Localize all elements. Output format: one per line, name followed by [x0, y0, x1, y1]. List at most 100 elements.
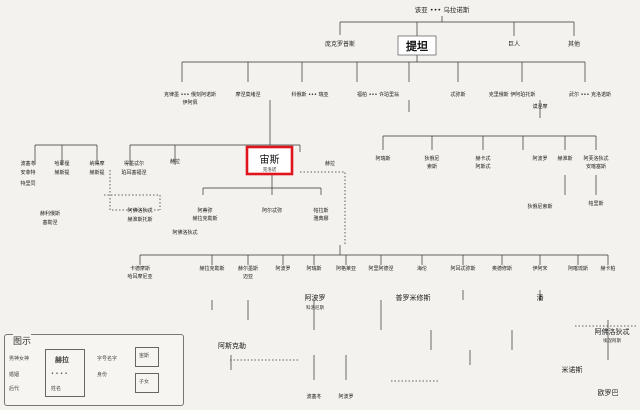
hera-right-label: 赫拉 — [325, 160, 335, 167]
titan-row: 克律墨 ••• 俄刻阿诺斯 伊阿佩 摩涅莫绪涅 科俄斯 ••• 瑞亚 福柏 ••… — [164, 91, 611, 110]
low-5: 阿瑞斯 — [306, 265, 321, 272]
legend-dots: • • • • — [51, 371, 68, 377]
low-4: 阿波罗 — [275, 265, 290, 272]
aphrodite-b: 赫淮斯托斯 — [127, 216, 152, 223]
titan-coeus-label: 科俄斯 ••• 瑞亚 — [291, 91, 328, 98]
zeus-sub: 克洛诺 — [263, 166, 277, 173]
zeus-children: 阿蒂弥 赫拉克勒斯 阿佛洛狄忒 阿尔忒弥 帕拉斯 雅典娜 — [172, 207, 328, 236]
child-mid-b: 阿佛洛狄忒 — [172, 229, 197, 236]
left-second-b: 赫斯提 — [54, 169, 69, 176]
right-cluster: 阿瑞斯 狄俄尼 索斯 赫卡忒 阿斯忒 阿波罗 赫淮斯 阿芙洛狄忒 安喀塞斯 狄俄… — [375, 155, 608, 210]
legend-row3: 后代 — [9, 386, 20, 392]
dotted-lines — [104, 170, 636, 382]
others-label: 其他 — [568, 40, 580, 48]
legend-title: 图示 — [13, 334, 32, 347]
child-mid-a-sub: 赫拉克勒斯 — [192, 215, 217, 222]
deep-small-1: 波塞冬 — [306, 393, 321, 400]
legend-col-a: 字号名字 — [97, 356, 118, 362]
legend-right-b: 子女 — [139, 379, 150, 385]
child-r-a: 阿尔忒弥 — [262, 207, 282, 214]
hera-left-label: 赫拉 — [170, 158, 180, 165]
legend-right-a: 宙斯 — [139, 353, 150, 359]
right-e-a: 赫卡忒 — [475, 155, 490, 162]
deep-big-2: 普罗米修斯 — [396, 293, 431, 302]
right-e-b: 阿斯忒 — [475, 163, 490, 170]
low-6: 阿格莱亚 — [336, 265, 356, 272]
connector-lines — [34, 16, 609, 380]
left-fourth-b: 珀耳塞福涅 — [121, 169, 146, 176]
lower-row: 卡德摩斯 哈耳摩尼亚 赫拉克勒斯 赫尔墨斯 迈亚 阿波罗 阿瑞斯 阿格莱亚 阿里… — [127, 265, 615, 280]
legend-row1: 男神女神 — [9, 356, 30, 362]
legend-right-box-b — [135, 373, 159, 393]
right-g: 阿芙洛狄忒 — [583, 155, 608, 162]
left-first-b: 安菲特 — [20, 169, 35, 176]
left-cluster: 波塞冬 安菲特 特里同 哈耶俚 赫斯提 纳得摩 赫斯提 得墨忒尔 珀耳塞福涅 赫… — [20, 160, 152, 226]
low-2: 赫拉克勒斯 — [199, 265, 224, 272]
low-1b: 哈耳摩尼亚 — [127, 273, 152, 280]
titans-box — [397, 35, 437, 56]
giants-label: 巨人 — [508, 41, 520, 48]
right-d-b: 索斯 — [427, 163, 437, 170]
right-a-a: 阿波罗 — [532, 155, 547, 162]
deep-big-3: 潘 — [537, 293, 544, 302]
legend-inner-box — [45, 349, 85, 397]
child-mid-a: 阿蒂弥 — [197, 207, 212, 214]
left-first-a: 波塞冬 — [20, 160, 35, 167]
titan-kronos-label: 武尔 ••• 克洛诺斯 — [569, 91, 611, 98]
left-fourth-a: 得墨忒尔 — [124, 160, 144, 167]
deep-big-6: 欧罗巴 — [598, 388, 619, 397]
legend-row2: 婚姻 — [9, 372, 20, 378]
right-c-a: 阿瑞斯 — [375, 155, 390, 162]
legend-mid-box: 姓名 — [51, 386, 62, 392]
primordial-pair-label: 该亚 ••• 乌拉诺斯 — [415, 5, 470, 14]
legend-col-b: 身份 — [97, 372, 108, 378]
titans-label: 提坦 — [406, 39, 428, 53]
right-h: 狄俄尼索斯 — [527, 203, 552, 210]
low-13: 赫卡柏 — [600, 265, 615, 272]
right-d-a: 狄俄尼 — [424, 155, 439, 162]
right-g-sub: 安喀塞斯 — [586, 163, 606, 170]
low-3: 赫尔墨斯 — [238, 265, 258, 272]
titan-oceanus-label: 克律墨 ••• 俄刻阿诺斯 — [164, 91, 216, 98]
legend-box: 图示 男神女神 婚姻 后代 赫拉 • • • • 姓名 字号名字 身份 宙斯 子… — [4, 334, 184, 406]
right-i: 帕里斯 — [588, 200, 603, 207]
zeus-name: 宙斯 — [260, 153, 280, 166]
titan-mnemosyne-label: 摩涅莫绪涅 — [235, 91, 260, 98]
legend-right-box-a — [135, 347, 159, 367]
zeus-highlight-box — [245, 145, 294, 176]
titan-oceanus-sub: 伊阿佩 — [182, 99, 197, 106]
left-third-b: 赫斯提 — [89, 169, 104, 176]
hermes-b: 塞勒涅 — [42, 219, 57, 226]
pontus-label: 庞克罗普斯 — [325, 40, 355, 48]
deep-big-1b: 科洛尼斯 — [306, 304, 324, 311]
low-12: 阿喀琉斯 — [568, 265, 588, 272]
deep-row: 阿波罗 科洛尼斯 普罗米修斯 潘 阿斯克勒 阿佛洛狄忒 埃涅阿斯 欧罗巴 米诺斯… — [218, 293, 630, 400]
deep-small-2: 阿波罗 — [338, 393, 353, 400]
legend-mid-label: 赫拉 — [55, 356, 69, 364]
low-8: 海伦 — [417, 265, 427, 272]
left-third-a: 纳得摩 — [89, 160, 104, 167]
low-3b: 迈亚 — [243, 273, 253, 280]
deep-big-4: 阿斯克勒 — [218, 341, 246, 350]
child-r-b-sub: 雅典娜 — [313, 215, 328, 222]
right-f: 赫淮斯 — [557, 155, 572, 162]
deep-big-7: 米诺斯 — [562, 365, 583, 374]
low-10: 奥德修斯 — [492, 265, 512, 272]
low-7: 阿里阿德涅 — [368, 265, 393, 272]
titan-tethys-sub: 谟涅摩 — [532, 103, 547, 110]
deep-big-5b: 埃涅阿斯 — [603, 337, 621, 344]
deep-big-1: 阿波罗 — [305, 293, 326, 302]
deep-big-5: 阿佛洛狄忒 — [595, 327, 630, 336]
left-first-c: 特里同 — [20, 180, 35, 187]
child-r-b: 帕拉斯 — [313, 207, 328, 214]
aphrodite-a: 阿佛洛狄忒 — [127, 207, 152, 214]
titan-themis-label: 忒弥斯 — [450, 91, 465, 98]
titan-hyperion-label: 福柏 ••• 许珀里翁 — [357, 91, 399, 98]
low-9: 阿耳忒弥斯 — [450, 265, 475, 272]
left-second-a: 哈耶俚 — [54, 160, 69, 167]
low-11: 伊阿宋 — [532, 265, 547, 272]
titan-iapetus-label: 克里俄斯 伊阿珀托斯 — [489, 91, 536, 98]
low-1: 卡德摩斯 — [130, 265, 150, 272]
